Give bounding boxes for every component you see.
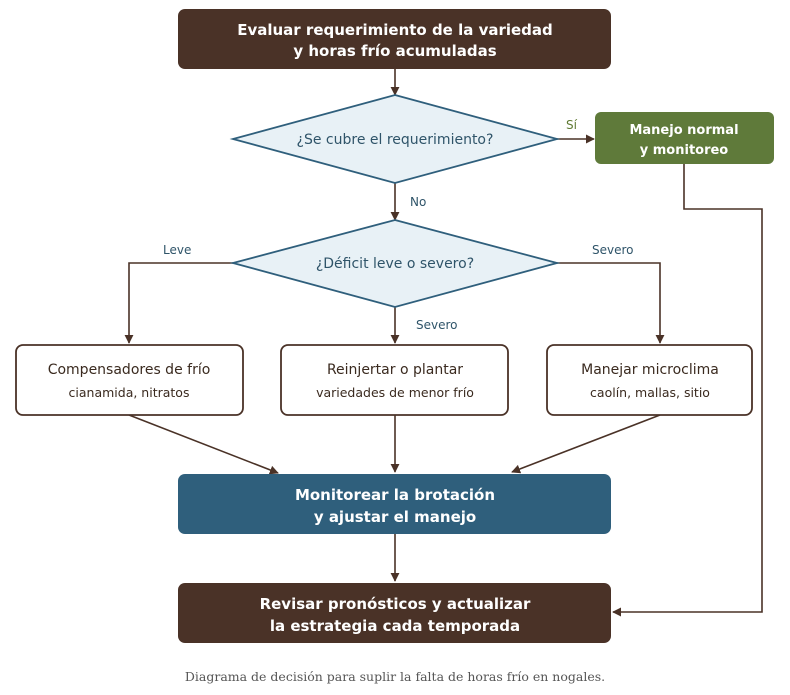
node-decision2: ¿Déficit leve o severo? bbox=[229, 219, 561, 308]
connectors bbox=[124, 69, 763, 617]
node-normal-line2: y monitoreo bbox=[640, 143, 729, 158]
node-compensadores: Compensadores de frío cianamida, nitrato… bbox=[15, 344, 244, 416]
node-revisar-line2: la estrategia cada temporada bbox=[270, 617, 520, 635]
node-monitorear-line2: y ajustar el manejo bbox=[314, 508, 476, 526]
node-monitorear: Monitorear la brotación y ajustar el man… bbox=[178, 474, 611, 534]
edge-label-severo-right: Severo bbox=[592, 243, 634, 257]
node-normal: Manejo normal y monitoreo bbox=[595, 112, 774, 164]
edge-label-severo-center: Severo bbox=[416, 318, 458, 332]
figure-caption: Diagrama de decisión para suplir la falt… bbox=[184, 669, 606, 684]
node-monitorear-line1: Monitorear la brotación bbox=[295, 486, 495, 504]
arrow-decision2-to-compensadores bbox=[124, 262, 233, 344]
node-reinjertar-title: Reinjertar o plantar bbox=[327, 362, 463, 378]
edge-label-no: No bbox=[410, 195, 426, 209]
node-reinjertar-subtitle: variedades de menor frío bbox=[316, 385, 474, 400]
node-start: Evaluar requerimiento de la variedad y h… bbox=[178, 9, 611, 69]
node-revisar-line1: Revisar pronósticos y actualizar bbox=[260, 595, 531, 613]
node-start-line2: y horas frío acumuladas bbox=[293, 42, 496, 60]
node-decision1-text: ¿Se cubre el requerimiento? bbox=[297, 132, 494, 148]
node-microclima-title: Manejar microclima bbox=[581, 362, 719, 378]
node-compensadores-subtitle: cianamida, nitratos bbox=[69, 385, 190, 400]
node-start-line1: Evaluar requerimiento de la variedad bbox=[237, 21, 553, 39]
node-decision1: ¿Se cubre el requerimiento? bbox=[229, 94, 561, 184]
arrow-decision2-to-microclima bbox=[557, 262, 665, 344]
node-decision2-text: ¿Déficit leve o severo? bbox=[316, 256, 474, 272]
node-reinjertar: Reinjertar o plantar variedades de menor… bbox=[280, 344, 509, 416]
node-microclima-subtitle: caolín, mallas, sitio bbox=[590, 385, 710, 400]
arrow-compensadores-to-monitorear bbox=[128, 414, 279, 475]
arrow-microclima-to-monitorear bbox=[511, 414, 661, 474]
node-normal-line1: Manejo normal bbox=[629, 123, 738, 138]
edge-label-yes: Sí bbox=[566, 118, 578, 132]
edge-label-leve: Leve bbox=[163, 243, 191, 257]
arrow-normal-to-revisar bbox=[612, 164, 763, 617]
node-compensadores-title: Compensadores de frío bbox=[48, 362, 211, 378]
node-revisar: Revisar pronósticos y actualizar la estr… bbox=[178, 583, 611, 643]
decision-flowchart: Sí No Leve Severo Severo Evaluar requeri… bbox=[15, 9, 774, 643]
node-microclima: Manejar microclima caolín, mallas, sitio bbox=[546, 344, 753, 416]
